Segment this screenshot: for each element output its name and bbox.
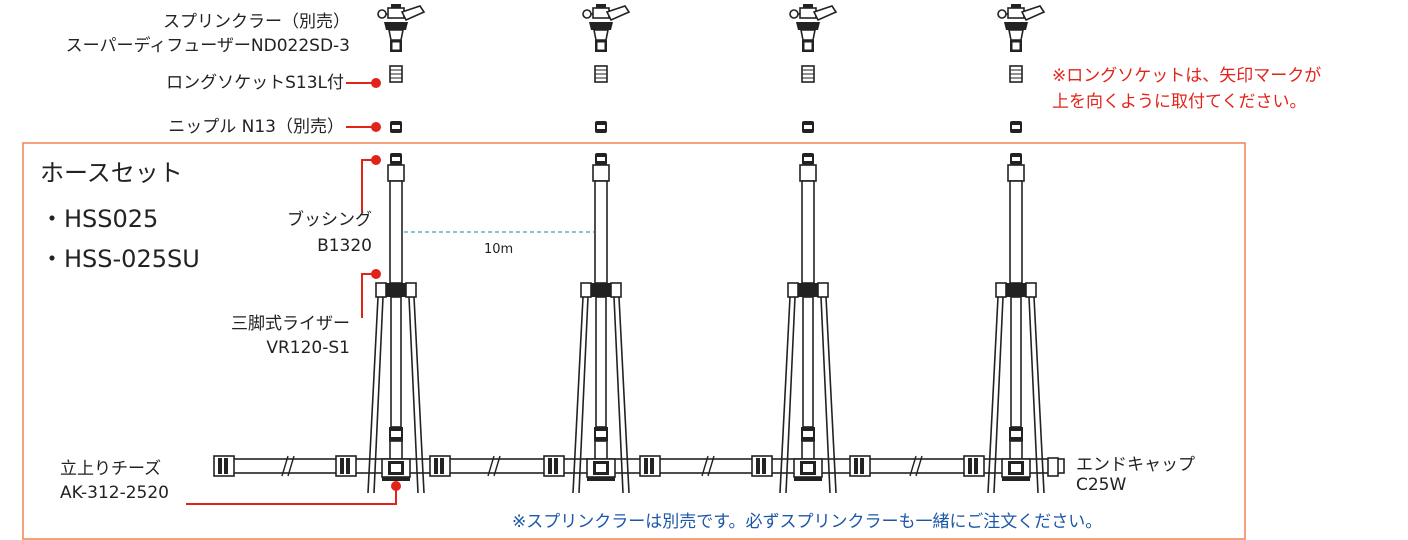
sprinkler-label: スプリンクラー（別売） スーパーディフューザーND022SD-3 [66, 12, 350, 56]
hose-fittings [213, 455, 1059, 477]
long-socket-2 [594, 65, 608, 83]
riser-label-line-2: VR120-S1 [266, 338, 350, 358]
socket-note-line-1: ※ロングソケットは、矢印マークが [1052, 66, 1322, 86]
bushing-label-line-1: ブッシング [287, 210, 372, 230]
long-socket-3 [801, 65, 815, 83]
bushing-label-line-2: B1320 [317, 236, 372, 256]
break-marks [281, 455, 923, 477]
sprinkler-label-line-1: スプリンクラー（別売） [163, 12, 350, 32]
bottom-note: ※スプリンクラーは別売です。必ずスプリンクラーも一緒にご注文ください。 [512, 512, 1103, 532]
tee-label: 立上りチーズ AK-312-2520 [60, 459, 169, 503]
end-cap-label-line-1: エンドキャップ [1076, 455, 1195, 475]
tee-label-line-2: AK-312-2520 [60, 483, 169, 503]
bushing-label: ブッシング B1320 [287, 210, 372, 256]
riser-1 [367, 152, 425, 494]
sprinkler-label-line-2: スーパーディフューザーND022SD-3 [65, 36, 350, 56]
riser-label: 三脚式ライザー VR120-S1 [231, 314, 350, 358]
hose-set-item-2: ・HSS-025SU [40, 245, 200, 273]
sprinkler-2 [582, 3, 630, 53]
hose-set-title: ホースセット [40, 159, 183, 187]
end-cap-label-line-2: C25W [1076, 475, 1127, 495]
riser-label-line-1: 三脚式ライザー [231, 314, 350, 334]
riser-4 [987, 152, 1045, 494]
leader-lines [186, 78, 401, 505]
riser-2 [572, 152, 630, 494]
nipple-3 [802, 121, 814, 133]
sprinkler-3 [789, 3, 837, 53]
sprinkler-4 [997, 3, 1045, 53]
long-socket-label: ロングソケットS13L付 [166, 73, 344, 93]
hose-set-item-1: ・HSS025 [40, 205, 159, 233]
sprinkler-1 [377, 3, 425, 53]
nipple-1 [390, 121, 402, 133]
socket-note-line-2: 上を向くように取付てください。 [1052, 92, 1307, 112]
socket-note: ※ロングソケットは、矢印マークが 上を向くように取付てください。 [1052, 66, 1321, 112]
long-socket-4 [1009, 65, 1023, 83]
long-socket-1 [389, 65, 403, 83]
end-cap-label: エンドキャップ C25W [1076, 455, 1195, 495]
nipple-4 [1010, 121, 1022, 133]
nipple-label: ニップル N13（別売） [168, 117, 344, 137]
spacing-label: 10m [484, 242, 514, 257]
nipple-2 [595, 121, 607, 133]
hose-set-frame [22, 142, 1246, 540]
tee-label-line-1: 立上りチーズ [60, 459, 162, 479]
end-cap [1047, 457, 1059, 477]
riser-3 [779, 152, 837, 494]
